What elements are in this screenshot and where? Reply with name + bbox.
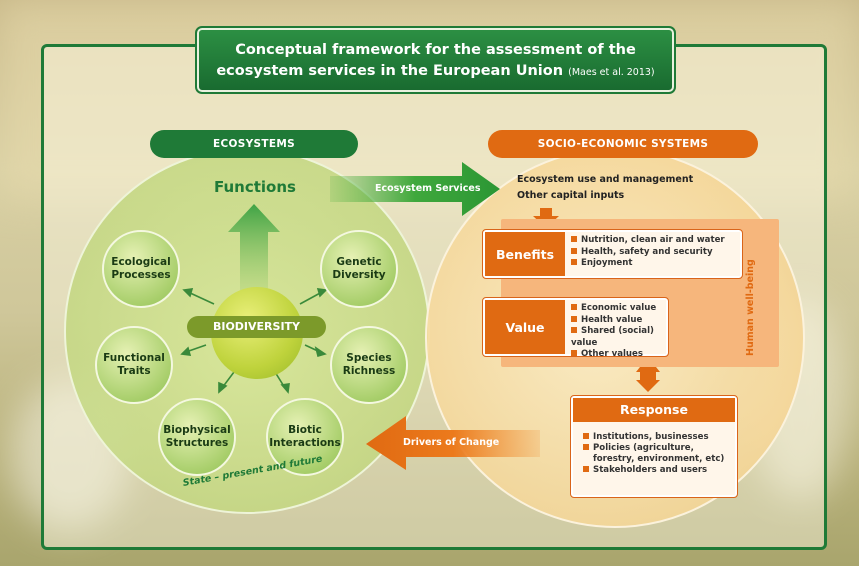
bullet-square-icon (571, 304, 577, 310)
title-citation: (Maes et al. 2013) (568, 67, 655, 78)
use-to-benefits-arrow (533, 208, 559, 228)
drivers-of-change-arrow (366, 416, 540, 470)
benefit-text: Nutrition, clean air and water (581, 235, 725, 245)
benefits-label: Benefits (485, 232, 565, 276)
bullet-square-icon (571, 350, 577, 356)
value-item: Economic value (571, 303, 660, 315)
value-item: Shared (social) value (571, 326, 660, 349)
response-text: Institutions, businesses (593, 432, 709, 442)
node-label-line: Structures (165, 437, 229, 449)
bullet-square-icon (583, 466, 589, 472)
value-item: Other values (571, 349, 660, 361)
value-box: Value Economic value Health value Shared… (482, 297, 669, 359)
functions-up-arrow (228, 204, 280, 290)
drivers-of-change-label: Drivers of Change (403, 437, 500, 448)
title-line-2-text: ecosystem services in the European Union (216, 63, 564, 79)
node-label-line: Genetic (336, 256, 382, 268)
response-text: forestry, environment, etc) (593, 454, 725, 464)
value-item: Health value (571, 315, 660, 327)
node-label-line: Biotic (288, 424, 322, 436)
node-label-line: Ecological (111, 256, 171, 268)
bullet-square-icon (571, 247, 577, 254)
response-text: Policies (agriculture, (593, 443, 694, 453)
bullet-square-icon (583, 444, 589, 450)
benefit-text: Health, safety and security (581, 246, 713, 257)
benefit-item: Nutrition, clean air and water (571, 235, 734, 247)
response-item: Institutions, businesses (583, 432, 727, 443)
benefit-item: Health, safety and security (571, 247, 734, 259)
title-line-2: ecosystem services in the European Union… (199, 61, 672, 83)
title-line-1: Conceptual framework for the assessment … (235, 42, 636, 58)
biodiversity-label: BIODIVERSITY (187, 316, 326, 338)
diagram-title: Conceptual framework for the assessment … (195, 26, 676, 94)
bullet-square-icon (571, 315, 577, 322)
ecosystems-header: ECOSYSTEMS (150, 130, 358, 158)
capital-inputs-line: Other capital inputs (517, 190, 625, 201)
response-item: Policies (agriculture, (583, 443, 727, 454)
response-item: forestry, environment, etc) (583, 454, 727, 465)
value-text: Shared (social) value (571, 326, 654, 348)
node-label-line: Traits (117, 365, 151, 377)
bullet-square-icon (571, 327, 577, 333)
response-label: Response (573, 398, 735, 422)
value-text: Health value (581, 314, 643, 325)
bullet-square-icon (571, 259, 577, 265)
ecosystem-use-text: Ecosystem use and management Other capit… (517, 172, 693, 204)
value-response-double-arrow (636, 360, 660, 392)
bullet-square-icon (583, 433, 589, 439)
node-label-line: Richness (342, 365, 396, 377)
ecosystem-services-arrow (330, 162, 500, 216)
value-text: Economic value (581, 303, 657, 313)
value-text: Other values (581, 349, 643, 359)
response-items: Institutions, businesses Policies (agric… (573, 422, 735, 476)
biodiversity-radial-arrows (180, 288, 328, 394)
node-label-line: Processes (111, 269, 171, 281)
benefits-box: Benefits Nutrition, clean air and water … (482, 229, 743, 279)
functions-label: Functions (214, 178, 296, 196)
response-text: Stakeholders and users (593, 465, 708, 475)
node-label-line: Species (346, 352, 392, 364)
benefit-text: Enjoyment (581, 258, 633, 268)
response-item: Stakeholders and users (583, 465, 727, 476)
value-items: Economic value Health value Shared (soci… (565, 300, 666, 359)
bullet-square-icon (571, 236, 577, 242)
value-label: Value (485, 300, 565, 354)
node-label-line: Interactions (269, 437, 341, 449)
node-label-line: Functional (103, 352, 165, 364)
socio-economic-header: SOCIO-ECONOMIC SYSTEMS (488, 130, 758, 158)
human-well-being-label: Human well-being (745, 259, 756, 356)
response-box: Response Institutions, businesses Polici… (570, 395, 738, 498)
benefit-item: Enjoyment (571, 258, 734, 270)
ecosystem-use-line: Ecosystem use and management (517, 174, 694, 185)
ecosystem-services-label: Ecosystem Services (375, 183, 481, 194)
benefits-items: Nutrition, clean air and water Health, s… (565, 232, 740, 276)
node-label-line: Biophysical (163, 424, 231, 436)
node-label-line: Diversity (332, 269, 386, 281)
